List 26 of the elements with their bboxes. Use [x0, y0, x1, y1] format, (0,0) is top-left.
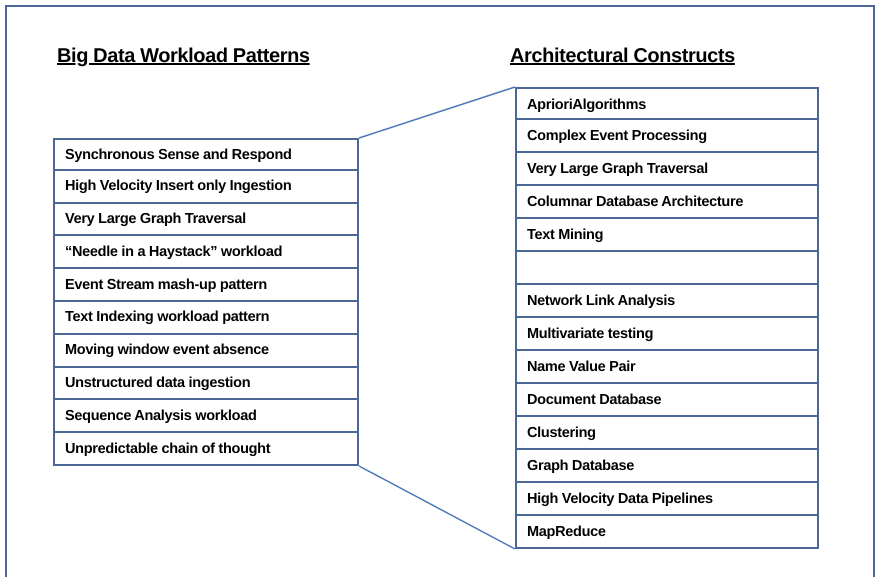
list-item: Very Large Graph Traversal	[515, 151, 819, 186]
list-item: Document Database	[515, 382, 819, 417]
list-item: Very Large Graph Traversal	[53, 202, 359, 236]
list-item: Clustering	[515, 415, 819, 450]
list-item: Text Indexing workload pattern	[53, 300, 359, 335]
list-heading: Architectural Constructs	[510, 45, 735, 68]
list-item: Graph Database	[515, 448, 819, 483]
list-item: MapReduce	[515, 514, 819, 549]
list-item: High Velocity Insert only Ingestion	[53, 168, 359, 204]
connector-line	[358, 86, 516, 139]
list-item: Event Stream mash-up pattern	[53, 267, 359, 302]
connector-line	[358, 465, 516, 550]
list-item: Name Value Pair	[515, 349, 819, 384]
list-item: Columnar Database Architecture	[515, 184, 819, 219]
list-item: High Velocity Data Pipelines	[515, 481, 819, 516]
list-item: Multivariate testing	[515, 316, 819, 351]
list-item: “Needle in a Haystack” workload	[53, 234, 359, 270]
empty-list-item	[515, 250, 819, 285]
list-item: Unstructured data ingestion	[53, 366, 359, 400]
list-item: Text Mining	[515, 217, 819, 252]
list-item: Sequence Analysis workload	[53, 398, 359, 434]
list-item: Moving window event absence	[53, 332, 359, 368]
list-item: Unpredictable chain of thought	[53, 431, 359, 466]
list-item: Network Link Analysis	[515, 283, 819, 318]
list-heading: Big Data Workload Patterns	[57, 45, 310, 68]
list-item: Complex Event Processing	[515, 118, 819, 153]
